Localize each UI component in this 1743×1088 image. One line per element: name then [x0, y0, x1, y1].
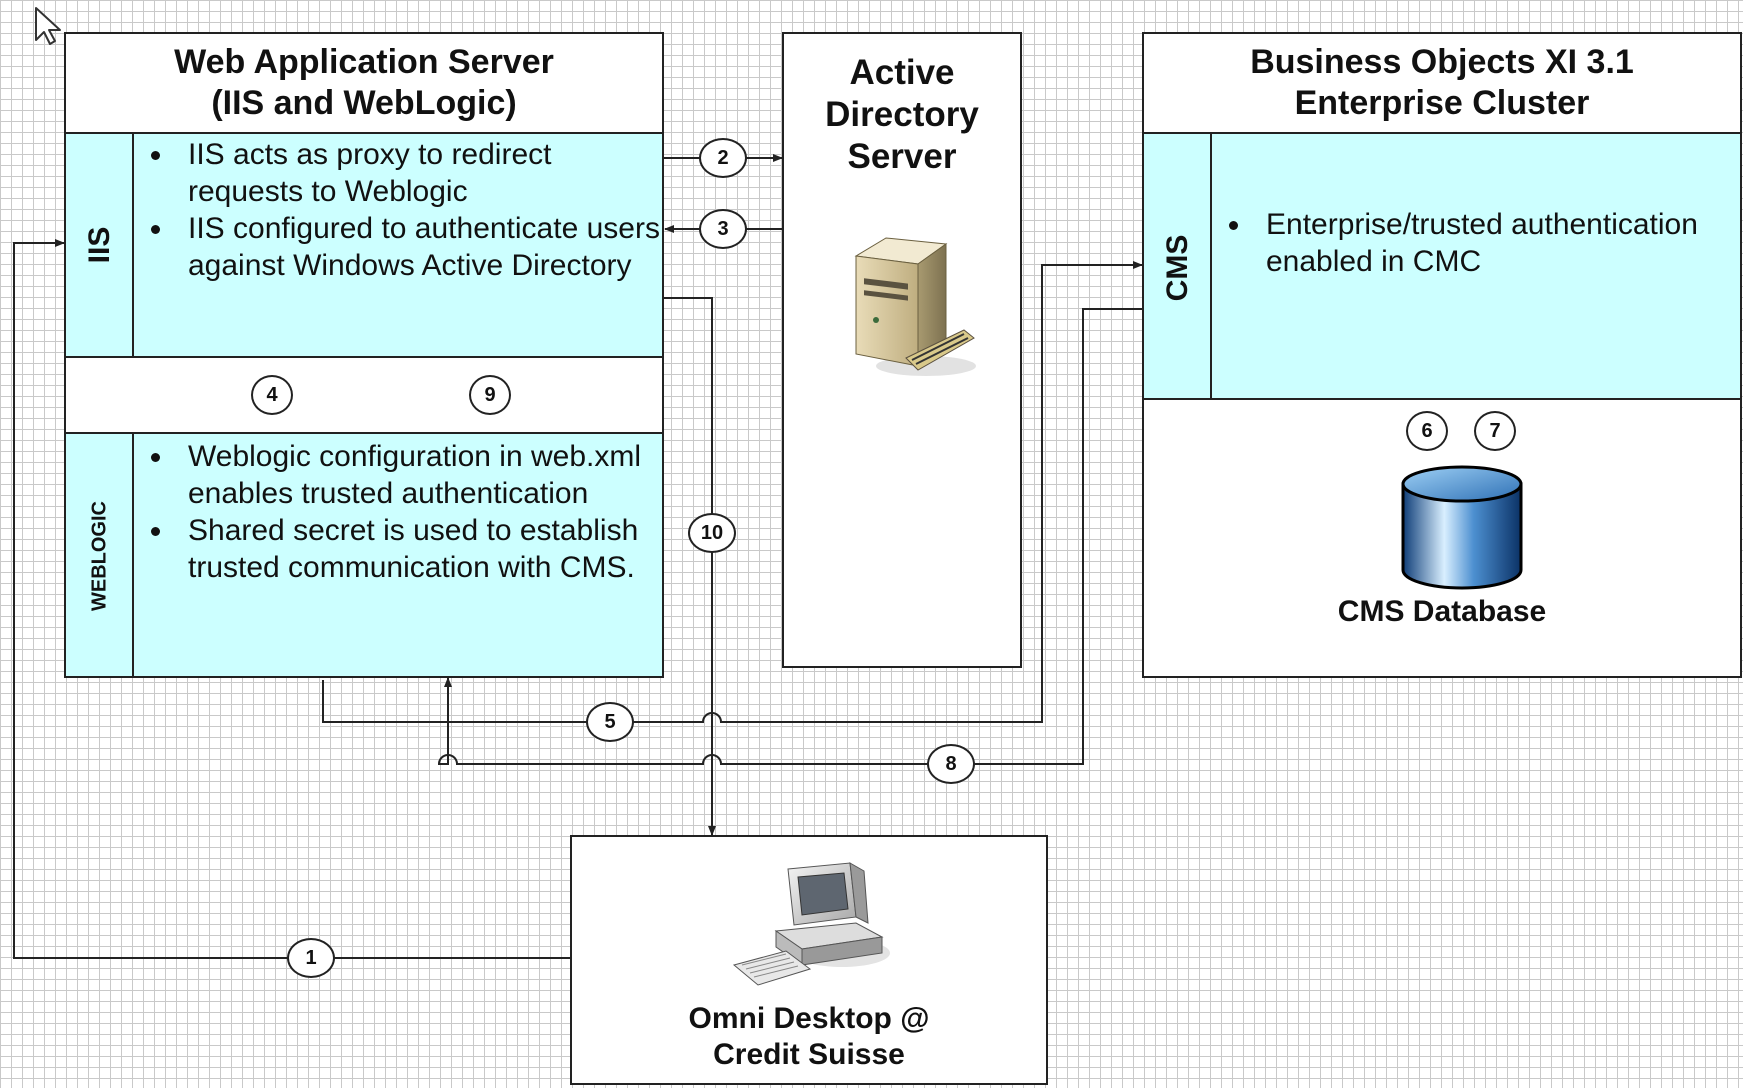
server-icon: [854, 237, 976, 376]
step-badge-2: 2: [699, 138, 747, 178]
step-badge-6: 6: [1406, 411, 1448, 451]
active-directory-title: Active Directory Server: [784, 52, 1020, 178]
iis-bullets: IIS acts as proxy to redirect requests t…: [136, 136, 661, 284]
mouse-cursor-icon: [35, 7, 61, 45]
step-badge-9: 9: [469, 375, 511, 415]
title-line: Directory: [825, 95, 979, 134]
iis-panel: IIS IIS acts as proxy to redirect reques…: [66, 132, 662, 358]
title-line: Enterprise Cluster: [1294, 83, 1590, 122]
client-desktop-title: Omni Desktop @ Credit Suisse: [572, 1001, 1046, 1073]
step-badge-5: 5: [586, 702, 634, 742]
list-item: Shared secret is used to establish trust…: [136, 512, 661, 586]
weblogic-panel: WEBLOGIC Weblogic configuration in web.x…: [66, 432, 662, 676]
step-badge-10: 10: [688, 513, 736, 553]
weblogic-side-label: WEBLOGIC: [66, 434, 134, 676]
cms-panel: CMS Enterprise/trusted authentication en…: [1144, 132, 1740, 400]
client-desktop-box: Omni Desktop @ Credit Suisse: [570, 835, 1048, 1085]
cms-label: CMS: [1161, 234, 1194, 302]
title-line: Business Objects XI 3.1: [1250, 43, 1634, 81]
list-item: Weblogic configuration in web.xml enable…: [136, 438, 661, 512]
step-badge-1: 1: [287, 938, 335, 978]
list-item: Enterprise/trusted authentication enable…: [1214, 206, 1739, 280]
cms-side-label: CMS: [1144, 134, 1212, 398]
iis-label: IIS: [83, 226, 116, 264]
bo-cluster-title: Business Objects XI 3.1 Enterprise Clust…: [1144, 42, 1740, 124]
iis-side-label: IIS: [66, 134, 134, 356]
step-badge-4: 4: [251, 375, 293, 415]
database-icon: [1401, 465, 1523, 590]
list-item: IIS acts as proxy to redirect requests t…: [136, 136, 661, 210]
step-badge-8: 8: [927, 744, 975, 784]
web-app-server-title: Web Application Server (IIS and WebLogic…: [66, 42, 662, 124]
title-line: Active: [849, 53, 955, 92]
title-line: Web Application Server: [174, 43, 554, 81]
weblogic-bullets: Weblogic configuration in web.xml enable…: [136, 438, 661, 586]
cms-bullets: Enterprise/trusted authentication enable…: [1214, 206, 1739, 280]
desktop-computer-icon: [732, 862, 890, 986]
bo-cluster-box: Business Objects XI 3.1 Enterprise Clust…: [1142, 32, 1742, 678]
step-badge-3: 3: [699, 209, 747, 249]
step-badge-7: 7: [1474, 411, 1516, 451]
weblogic-label: WEBLOGIC: [88, 501, 111, 611]
title-line: Omni Desktop @: [688, 1002, 930, 1035]
web-app-server-box: Web Application Server (IIS and WebLogic…: [64, 32, 664, 678]
active-directory-box: Active Directory Server: [782, 32, 1022, 668]
title-line: (IIS and WebLogic): [211, 83, 517, 122]
list-item: IIS configured to authenticate users aga…: [136, 210, 661, 284]
title-line: Credit Suisse: [713, 1038, 905, 1071]
title-line: Server: [847, 137, 957, 176]
cms-database-label: CMS Database: [1337, 595, 1547, 628]
